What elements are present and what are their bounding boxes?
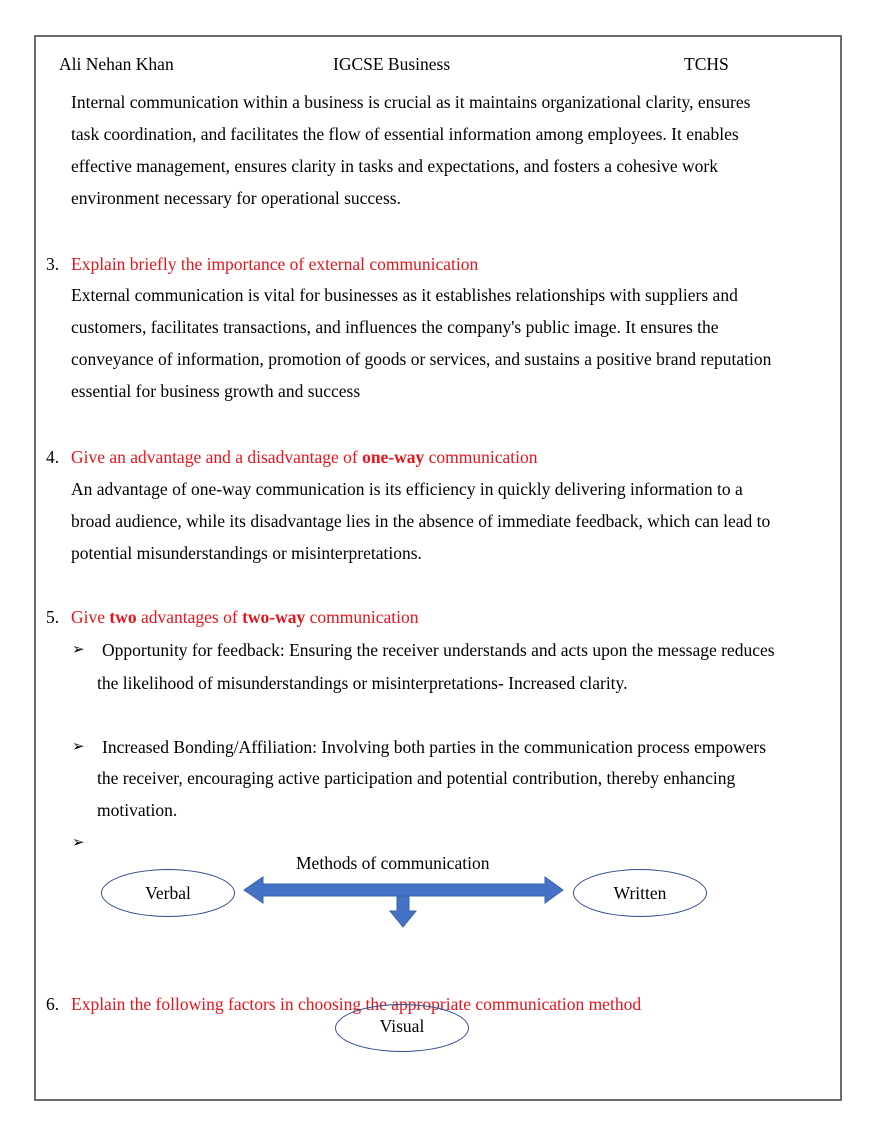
answer-4-line: potential misunderstandings or misinterp… <box>71 543 422 563</box>
visual-ellipse: Visual <box>335 1004 469 1052</box>
intro-line: effective management, ensures clarity in… <box>71 156 718 176</box>
question-4-bold: one-way <box>362 447 425 467</box>
arrow-bullet-icon: ➢ <box>72 835 85 851</box>
bullet-1-line: the likelihood of misunderstandings or m… <box>97 673 628 693</box>
answer-3-line: customers, facilitates transactions, and… <box>71 317 719 337</box>
down-arrow-shape <box>388 895 418 928</box>
written-ellipse: Written <box>573 869 707 917</box>
answer-3-line: External communication is vital for busi… <box>71 285 738 305</box>
visual-label: Visual <box>379 1016 425 1036</box>
answer-4-line: An advantage of one-way communication is… <box>71 479 743 499</box>
question-5-text-post: communication <box>305 607 419 627</box>
double-arrow-shape <box>243 876 564 904</box>
bullet-1-line: Opportunity for feedback: Ensuring the r… <box>102 640 775 660</box>
question-6-number: 6. <box>46 994 60 1014</box>
diagram-title: Methods of communication <box>296 853 490 873</box>
arrow-bullet-icon: ➢ <box>72 642 85 658</box>
intro-line: Internal communication within a business… <box>71 92 751 112</box>
question-5-bold-1: two <box>109 607 137 627</box>
answer-3-line: conveyance of information, promotion of … <box>71 349 772 369</box>
header-school: TCHS <box>684 54 729 74</box>
written-label: Written <box>613 883 667 903</box>
question-5-text-pre: Give <box>71 607 110 627</box>
page-border <box>34 35 842 1101</box>
question-5-text-mid: advantages of <box>136 607 243 627</box>
question-6-heading: Explain the following factors in choosin… <box>71 994 642 1014</box>
question-5-heading: Give two advantages of two-way communica… <box>71 607 419 627</box>
bullet-2-line: Increased Bonding/Affiliation: Involving… <box>102 737 767 757</box>
question-3-heading: Explain briefly the importance of extern… <box>71 254 479 274</box>
arrow-bullet-icon: ➢ <box>72 739 85 755</box>
bullet-2-line: motivation. <box>97 800 178 820</box>
question-5-bold-2: two-way <box>242 607 306 627</box>
question-4-text-post: communication <box>424 447 538 467</box>
question-4-number: 4. <box>46 447 60 467</box>
question-4-text-pre: Give an advantage and a disadvantage of <box>71 447 363 467</box>
verbal-label: Verbal <box>145 883 191 903</box>
intro-line: environment necessary for operational su… <box>71 188 401 208</box>
header-subject: IGCSE Business <box>333 54 451 74</box>
intro-line: task coordination, and facilitates the f… <box>71 124 739 144</box>
answer-3-line: essential for business growth and succes… <box>71 381 361 401</box>
question-3-number: 3. <box>46 254 60 274</box>
header-author: Ali Nehan Khan <box>59 54 174 74</box>
answer-4-line: broad audience, while its disadvantage l… <box>71 511 771 531</box>
verbal-ellipse: Verbal <box>101 869 235 917</box>
question-5-number: 5. <box>46 607 60 627</box>
bullet-2-line: the receiver, encouraging active partici… <box>97 768 736 788</box>
question-4-heading: Give an advantage and a disadvantage of … <box>71 447 538 467</box>
